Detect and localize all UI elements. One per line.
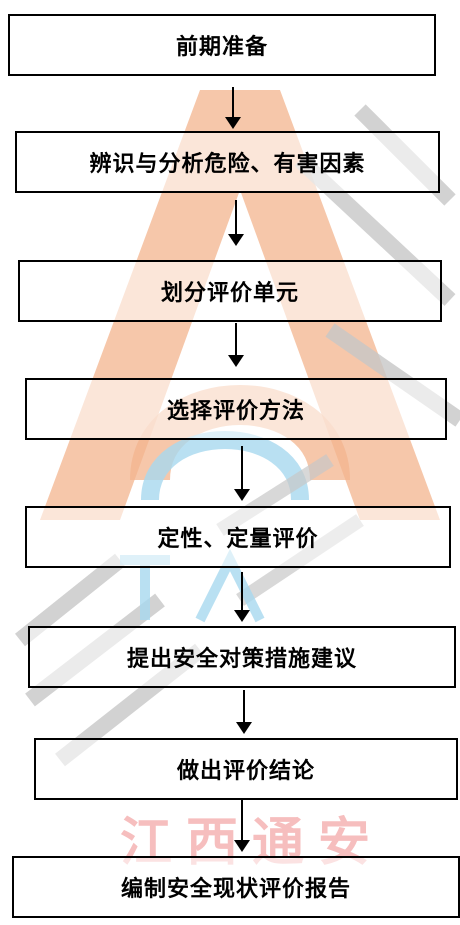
step-4-select-method: 选择评价方法: [25, 378, 447, 440]
step-7-conclusion: 做出评价结论: [34, 738, 458, 800]
arrow-5-icon: [234, 572, 250, 622]
arrow-4-icon: [234, 446, 250, 501]
step-3-divide-units: 划分评价单元: [18, 260, 442, 322]
step-2-hazard-identification: 辨识与分析危险、有害因素: [15, 131, 440, 193]
arrow-3-icon: [228, 323, 244, 367]
arrow-6-icon: [236, 690, 252, 734]
step-1-preparation: 前期准备: [8, 14, 436, 76]
step-6-safety-measures: 提出安全对策措施建议: [28, 626, 456, 688]
step-5-qualitative-quantitative: 定性、定量评价: [25, 506, 451, 568]
arrow-2-icon: [228, 200, 244, 246]
arrow-1-icon: [225, 87, 241, 129]
arrow-7-icon: [234, 800, 250, 852]
step-8-report: 编制安全现状评价报告: [12, 856, 460, 918]
